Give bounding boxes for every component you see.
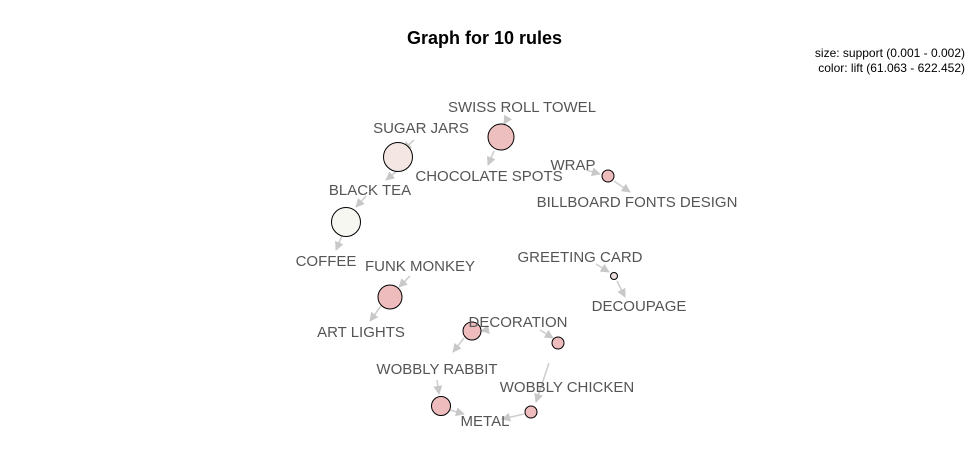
legend-color: color: lift (61.063 - 622.452) [818, 61, 965, 75]
label-chocolate-spots: CHOCOLATE SPOTS [415, 168, 562, 185]
label-swiss-roll-towel: SWISS ROLL TOWEL [448, 99, 596, 116]
label-art-lights: ART LIGHTS [317, 324, 405, 341]
label-sugar-jars: SUGAR JARS [373, 120, 469, 137]
edge-rule1-wobblyrabbit [452, 337, 465, 353]
label-metal: METAL [461, 413, 510, 430]
rule-node-funkmonkey-artlights [377, 284, 403, 310]
edge-greeting-rule [595, 263, 610, 273]
edge-rule-chocspots2 [487, 150, 496, 166]
rule-node-decoration-chicken [551, 336, 565, 350]
edge-rule-chocolatespots [385, 170, 398, 181]
label-greeting-card: GREETING CARD [517, 249, 642, 266]
edge-wrap-rule [585, 167, 601, 177]
item-labels: SWISS ROLL TOWEL SUGAR JARS CHOCOLATE SP… [296, 99, 738, 430]
edge-rule-coffee [335, 235, 344, 251]
label-funk-monkey: FUNK MONKEY [365, 258, 475, 275]
label-billboard-fonts-design: BILLBOARD FONTS DESIGN [537, 194, 738, 211]
edge-decoration-rule1 [480, 324, 490, 334]
label-decoration: DECORATION [469, 314, 568, 331]
edge-blacktea-rule [355, 195, 367, 208]
rule-node-decoration-rabbit [462, 321, 482, 341]
rule-node-wrap-billboard [601, 169, 615, 183]
edge-decoration-rule2 [539, 329, 554, 339]
rule-node-swissroll-chocspots [487, 123, 515, 151]
rule-node-sugarjars-chocspots [383, 142, 413, 172]
label-black-tea: BLACK TEA [329, 182, 411, 199]
edge-rule3-metal [501, 412, 525, 422]
legend-size: size: support (0.001 - 0.002) [814, 46, 965, 60]
edges [335, 114, 631, 422]
rule-node-greeting-decoupage [610, 272, 618, 280]
edge-rule4-metal [449, 407, 465, 417]
edge-rule-billboard [613, 180, 631, 193]
rule-node-rabbit-metal [431, 396, 451, 416]
rule-nodes [331, 123, 618, 419]
edge-rule-artlights [369, 305, 382, 322]
edge-swissroll-rule [503, 114, 512, 125]
rule-node-chicken-metal [524, 405, 538, 419]
rule-node-blacktea-coffee [331, 207, 361, 237]
edge-chicken-rule3 [534, 362, 550, 403]
edge-rabbit-rule4 [433, 379, 443, 395]
label-decoupage: DECOUPAGE [592, 298, 687, 315]
legend: size: support (0.001 - 0.002) color: lif… [815, 46, 965, 76]
edge-funkmonkey-rule [398, 275, 411, 288]
label-wobbly-chicken: WOBBLY CHICKEN [500, 379, 634, 396]
edge-rule-decoupage [616, 280, 626, 298]
label-wrap: WRAP [551, 157, 596, 174]
label-wobbly-rabbit: WOBBLY RABBIT [376, 361, 497, 378]
label-coffee: COFFEE [296, 253, 357, 270]
graph-title: Graph for 10 rules [406, 28, 563, 48]
